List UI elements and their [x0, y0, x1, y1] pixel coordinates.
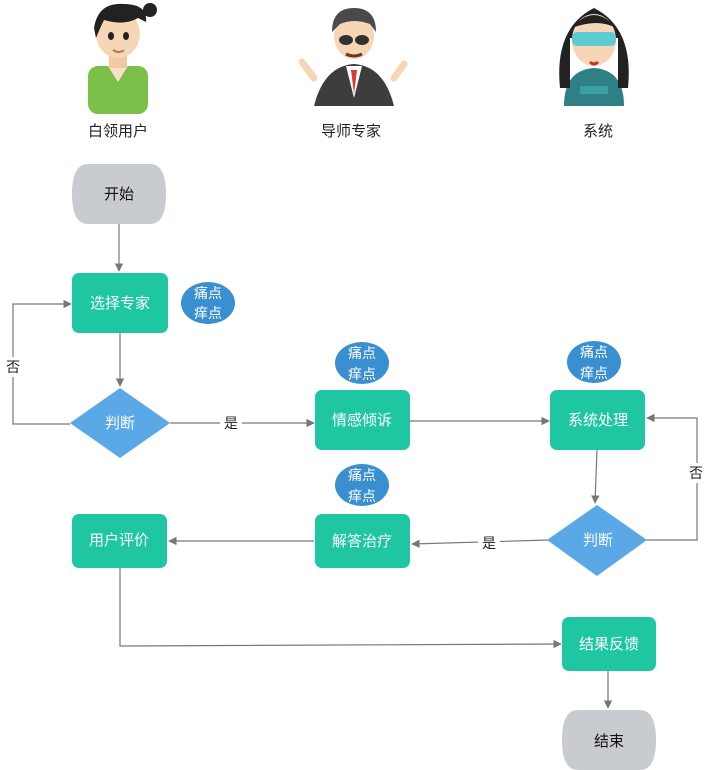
node-result-feedback-label: 结果反馈: [579, 635, 639, 653]
badge-line-2: 痒点: [580, 366, 608, 382]
node-user-rating[interactable]: 用户评价: [72, 514, 167, 568]
user-avatar-icon: [88, 3, 157, 114]
node-user-rating-label: 用户评价: [89, 531, 149, 549]
node-judge-1[interactable]: 判断: [70, 388, 170, 458]
badge-line-1: 痛点: [580, 344, 608, 361]
badge-line-2: 痒点: [348, 489, 376, 505]
badge-line-1: 痛点: [348, 467, 376, 484]
node-choose-expert-label: 选择专家: [90, 294, 150, 312]
node-answer-treatment-label: 解答治疗: [332, 532, 392, 550]
node-start[interactable]: 开始: [72, 164, 166, 224]
badge-line-1: 痛点: [348, 345, 376, 362]
node-emotional-venting[interactable]: 情感倾诉: [315, 390, 410, 450]
edge-label-yes-mid: 是: [224, 416, 238, 432]
badge-pain-point: 痛点 痒点: [567, 341, 621, 383]
actor-label-user: 白领用户: [88, 122, 148, 140]
node-end-label: 结束: [594, 732, 624, 750]
node-end[interactable]: 结束: [562, 710, 656, 770]
node-result-feedback[interactable]: 结果反馈: [562, 617, 656, 671]
node-choose-expert[interactable]: 选择专家: [72, 273, 168, 333]
actor-label-mentor: 导师专家: [321, 122, 381, 140]
node-answer-treatment[interactable]: 解答治疗: [315, 514, 410, 568]
edges: [12, 224, 698, 709]
edge-sysproc-to-judge2: [591, 449, 600, 504]
node-judge-2[interactable]: 判断: [547, 505, 647, 576]
node-start-label: 开始: [104, 185, 134, 203]
badge-line-1: 痛点: [194, 285, 222, 302]
system-avatar-icon: [559, 8, 629, 106]
edge-label-no-left: 否: [6, 360, 20, 376]
badge-pain-point: 痛点 痒点: [335, 342, 389, 384]
mentor-avatar-icon: [298, 8, 408, 106]
badge-line-2: 痒点: [194, 306, 222, 322]
edge-label-no-right: 否: [689, 466, 703, 482]
node-judge-1-label: 判断: [105, 414, 135, 432]
badge-pain-point: 痛点 痒点: [181, 282, 235, 324]
node-system-processing-label: 系统处理: [568, 411, 628, 429]
edge-label-yes-bottom: 是: [482, 536, 496, 552]
node-judge-2-label: 判断: [583, 531, 613, 549]
node-system-processing[interactable]: 系统处理: [550, 390, 645, 450]
node-emotional-venting-label: 情感倾诉: [332, 411, 392, 429]
edge-rate-to-feedback: [119, 568, 562, 649]
actor-label-system: 系统: [583, 122, 613, 140]
badge-line-2: 痒点: [348, 367, 376, 383]
badge-pain-point: 痛点 痒点: [335, 464, 389, 506]
